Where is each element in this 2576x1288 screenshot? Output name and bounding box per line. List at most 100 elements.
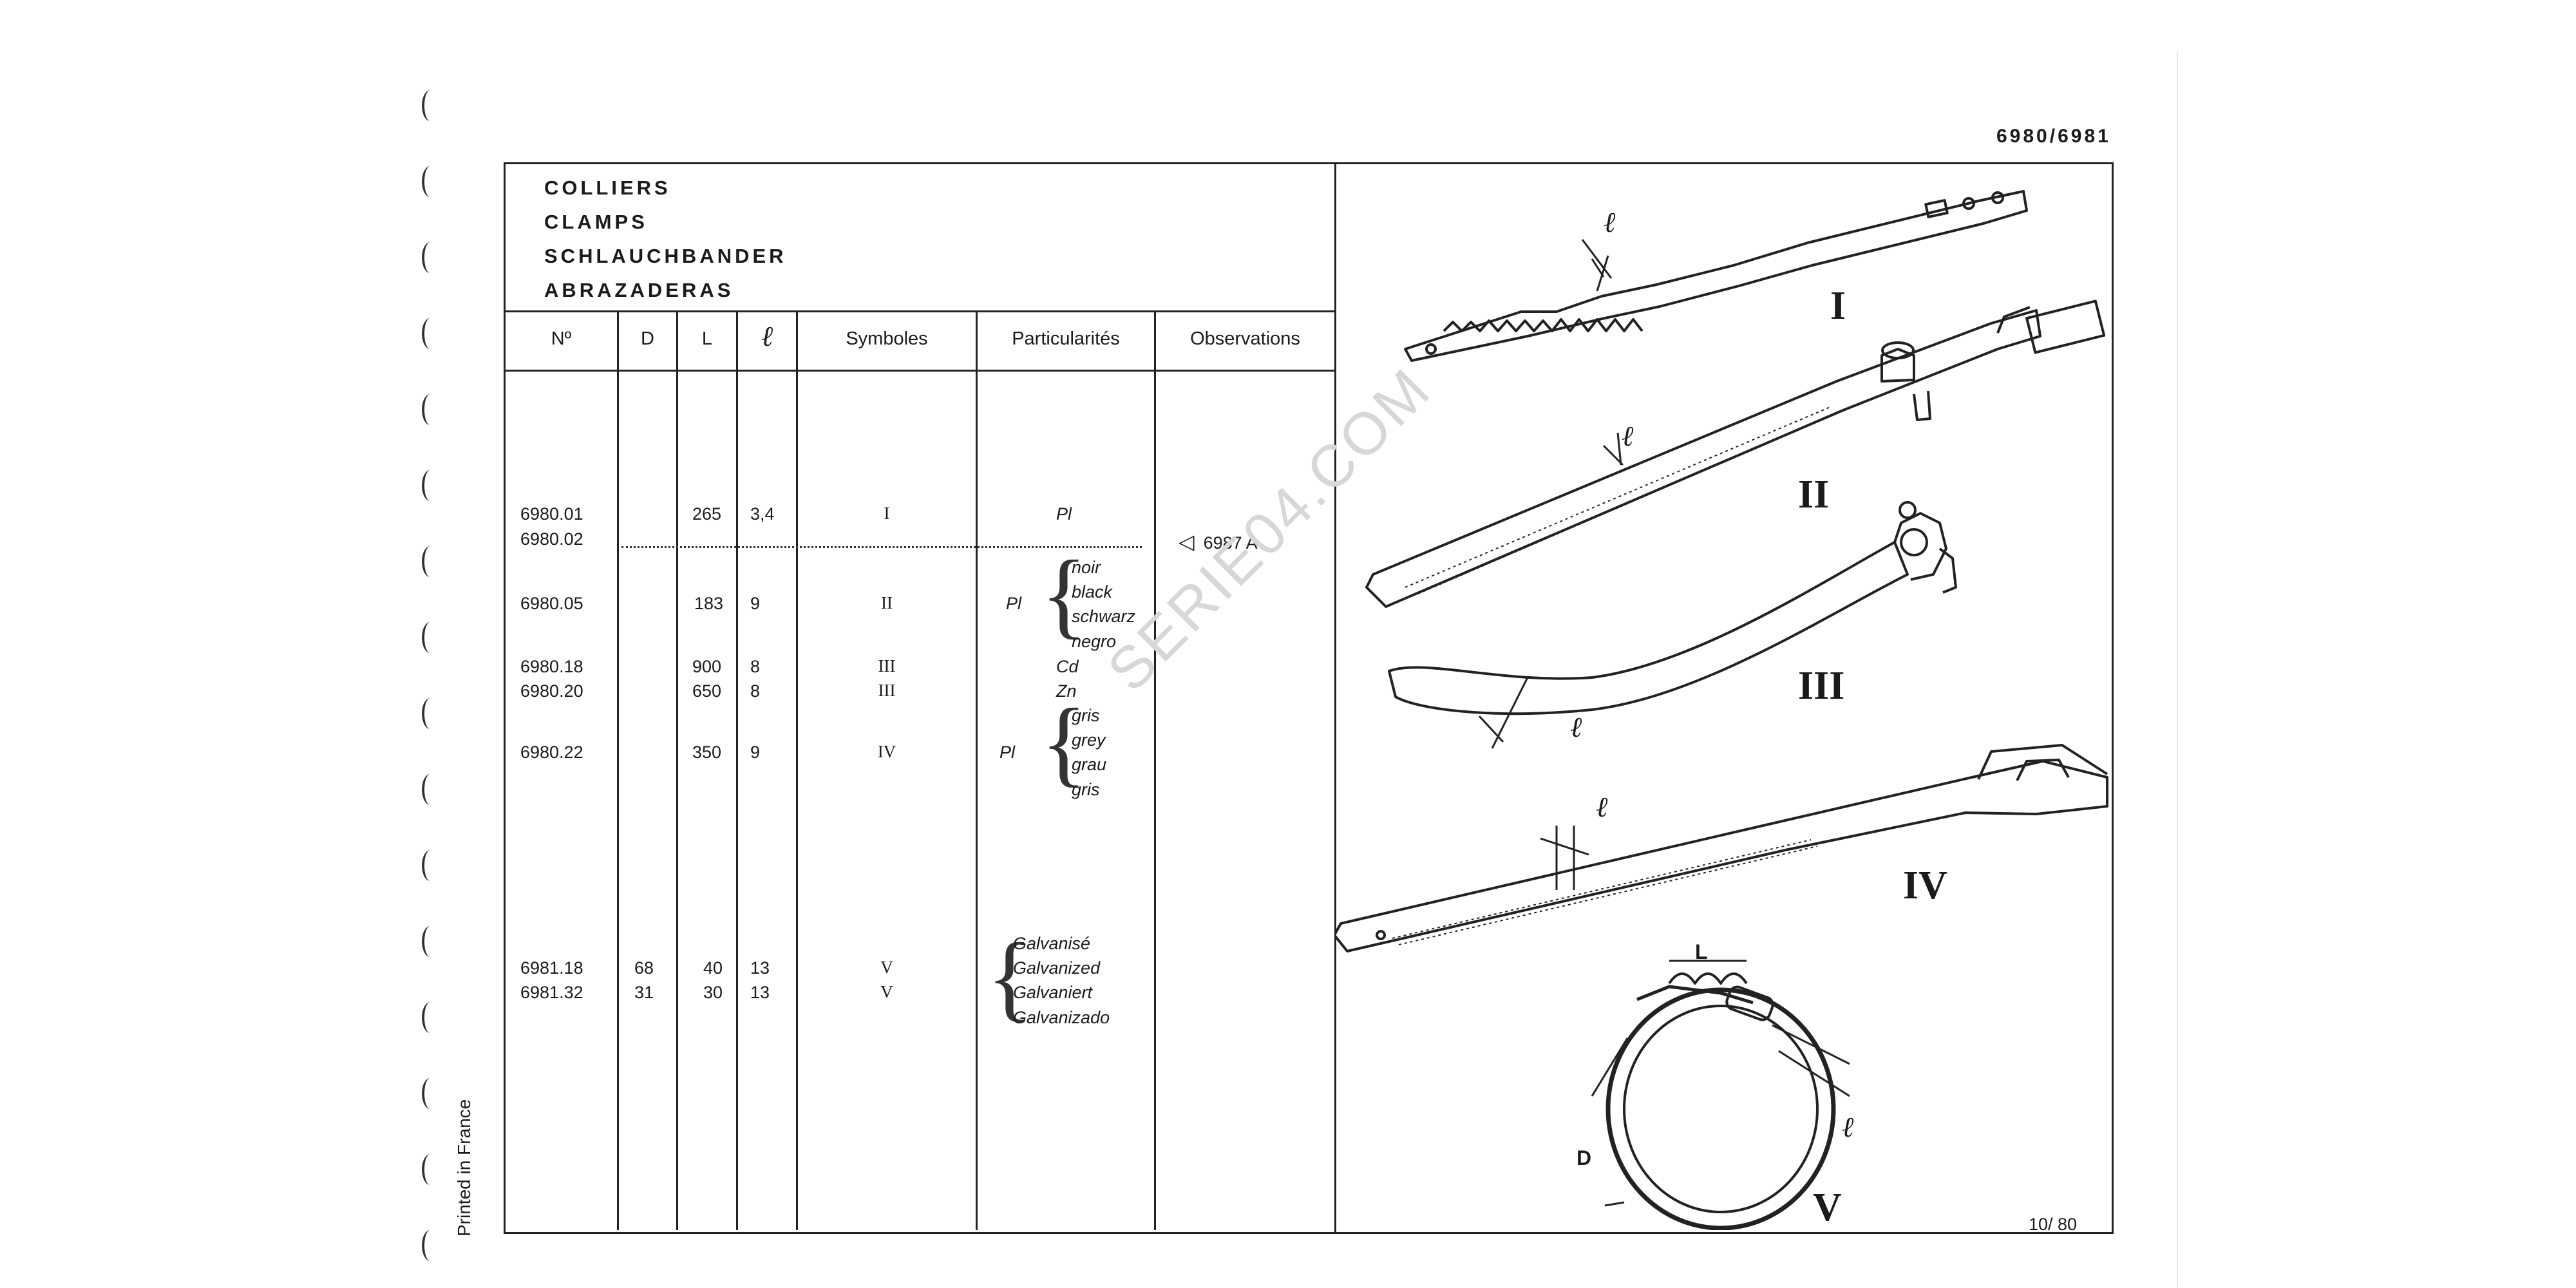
binder-hole xyxy=(422,546,439,577)
col-divider xyxy=(676,310,678,1230)
finish-fr: Galvanisé xyxy=(1013,934,1091,953)
brace-icon: { xyxy=(1041,541,1087,648)
cell-no: 6980.18 xyxy=(520,657,583,676)
cell-l: 30 xyxy=(703,983,723,1002)
cell-particularity: Pl xyxy=(1006,594,1022,613)
finish-es: Galvanizado xyxy=(1013,1008,1110,1027)
binder-hole xyxy=(422,242,439,273)
cell-ell: 13 xyxy=(750,958,770,978)
clamp-fig-1-drawing xyxy=(1404,190,2028,362)
col-header-l: L xyxy=(701,328,713,349)
clamp-fig-4-drawing xyxy=(1334,744,2108,952)
binder-hole xyxy=(422,850,439,881)
col-header-symboles: Symboles xyxy=(846,328,928,349)
title-fr: COLLIERS xyxy=(544,176,671,199)
cell-symbol: III xyxy=(878,656,896,676)
row-separator xyxy=(621,546,1142,548)
cell-symbol: III xyxy=(878,681,896,700)
cell-particularity: Pl xyxy=(1056,504,1072,524)
binder-hole xyxy=(422,622,439,653)
color-es: gris xyxy=(1072,780,1100,799)
figure-label: I xyxy=(1830,284,1846,328)
dimension-ell-label: ℓ xyxy=(1842,1112,1854,1143)
cell-ell: 8 xyxy=(750,681,761,701)
col-header-d: D xyxy=(641,328,654,349)
figure-label: III xyxy=(1798,664,1845,708)
cell-l: 350 xyxy=(692,743,722,762)
page-number: 10/ 80 xyxy=(2029,1215,2078,1234)
col-divider xyxy=(736,310,738,1230)
figure-label: IV xyxy=(1903,864,1947,907)
printed-in-france: Printed in France xyxy=(454,1099,474,1236)
cell-no: 6980.22 xyxy=(520,743,583,762)
arrow-left-icon: ◁ xyxy=(1179,530,1195,553)
clamp-fig-5-drawing xyxy=(1591,960,1850,1230)
col-divider xyxy=(1154,310,1156,1230)
cell-l: 900 xyxy=(692,657,722,676)
cell-ell: 8 xyxy=(750,657,761,676)
cell-d: 68 xyxy=(634,958,654,978)
binder-hole xyxy=(422,470,439,501)
binder-hole xyxy=(422,1078,439,1109)
cell-ell: 9 xyxy=(750,743,761,762)
color-fr: noir xyxy=(1072,558,1101,577)
cell-particularity: Pl xyxy=(999,743,1016,762)
cell-symbol: IV xyxy=(877,742,896,761)
color-de: schwarz xyxy=(1072,607,1136,626)
cell-particularity: Cd xyxy=(1056,657,1079,676)
clamp-illustrations xyxy=(1334,190,2108,1230)
illustration-frame xyxy=(1334,162,2114,1234)
dimension-l-label: L xyxy=(1695,940,1708,963)
cell-no: 6980.20 xyxy=(520,681,583,701)
col-divider xyxy=(617,310,619,1230)
cell-l: 183 xyxy=(694,594,724,613)
dimension-ell-label: ℓ xyxy=(1604,207,1616,238)
cell-no: 6980.05 xyxy=(520,594,583,613)
cell-ell: 3,4 xyxy=(750,504,775,524)
figure-label: II xyxy=(1798,473,1830,516)
cell-symbol: II xyxy=(881,593,893,612)
dimension-d-label: D xyxy=(1577,1146,1592,1170)
dimension-ell-label: ℓ xyxy=(1596,791,1608,823)
binder-hole xyxy=(422,90,439,121)
cell-ell: 13 xyxy=(750,983,770,1002)
binder-hole xyxy=(422,318,439,349)
dimension-ell-label: ℓ xyxy=(1570,712,1582,743)
color-fr: gris xyxy=(1072,706,1100,725)
col-header-no: Nº xyxy=(551,328,572,349)
binder-hole xyxy=(422,394,439,425)
title-es: ABRAZADERAS xyxy=(544,279,734,301)
cell-l: 40 xyxy=(703,958,723,978)
cell-d: 31 xyxy=(634,983,654,1002)
finish-en: Galvanized xyxy=(1013,958,1101,978)
binder-hole xyxy=(422,1154,439,1185)
cell-symbol: I xyxy=(884,504,890,523)
title-de: SCHLAUCHBANDER xyxy=(544,245,787,267)
figure-label: V xyxy=(1813,1186,1842,1229)
cell-no: 6980.01 xyxy=(520,504,583,524)
binder-hole xyxy=(422,1230,439,1261)
header-divider xyxy=(504,370,1334,372)
observation-ref: ◁6987 A xyxy=(1179,530,1258,553)
brace-icon: { xyxy=(987,923,1033,1030)
binder-hole xyxy=(422,926,439,957)
binder-hole xyxy=(422,698,439,729)
clamp-fig-2-drawing xyxy=(1365,299,2106,608)
clamp-fig-3-drawing xyxy=(1388,501,1957,749)
color-de: grau xyxy=(1072,755,1107,774)
col-header-observations: Observations xyxy=(1190,328,1300,349)
cell-l: 265 xyxy=(692,504,722,524)
brace-icon: { xyxy=(1041,689,1087,796)
cell-no: 6980.02 xyxy=(520,529,583,549)
parts-table-frame xyxy=(504,162,1336,1234)
col-header-ell: ℓ xyxy=(761,321,773,352)
cell-particularity: Zn xyxy=(1056,681,1077,701)
color-en: black xyxy=(1072,582,1113,601)
page-sheet xyxy=(399,52,2178,1288)
title-divider xyxy=(504,310,1334,312)
color-en: grey xyxy=(1072,730,1106,750)
binder-hole xyxy=(422,1002,439,1033)
cell-ell: 9 xyxy=(750,594,761,613)
page-code: 6980/6981 xyxy=(1996,126,2111,147)
cell-no: 6981.32 xyxy=(520,983,583,1002)
